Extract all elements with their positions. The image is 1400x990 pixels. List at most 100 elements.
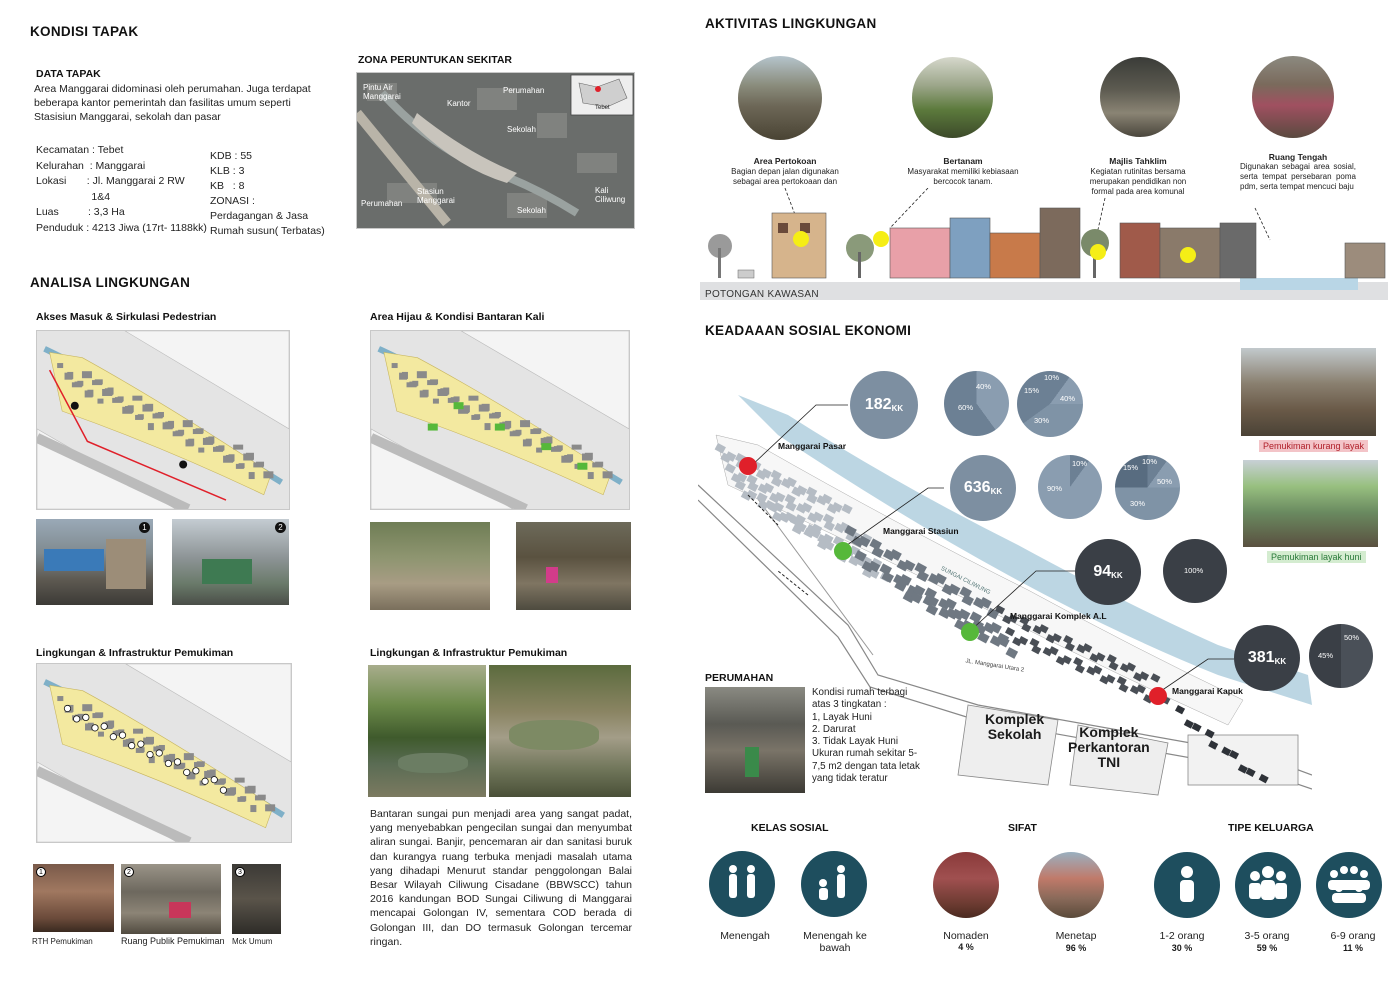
- access-photo-1: 1: [36, 519, 153, 605]
- pie-stasiun-bangunan-a: 10%: [1072, 459, 1088, 468]
- tipe-title: TIPE KELUARGA: [1228, 822, 1314, 834]
- zona-label-kantor: Kantor: [447, 99, 471, 108]
- pie-stasiun-pekerjaan-a: 10%: [1142, 457, 1158, 466]
- site-label-stasiun: Manggarai Stasiun: [883, 526, 959, 536]
- activity-ruang-tengah-desc: Digunakan sebagai area sosial, serta tem…: [1240, 162, 1356, 191]
- data-tapak-right-row: Perdagangan & Jasa: [210, 210, 309, 222]
- family-1-2-icon: [1154, 852, 1220, 918]
- site-label-kapuk: Manggarai Kapuk: [1172, 686, 1243, 696]
- green-photo-1: [370, 522, 490, 610]
- data-tapak-left-row: Penduduk : 4213 Jiwa (17rt- 1188kk): [36, 221, 207, 234]
- activity-photo-pertokoan: [738, 56, 822, 140]
- stat-label-menengah: Menengah: [720, 930, 770, 942]
- kondisi-title: KONDISI TAPAK: [30, 24, 139, 39]
- panel4-title: Lingkungan & Infrastruktur Pemukiman: [370, 647, 568, 659]
- tag-layak-huni: Pemukiman layak huni: [1267, 551, 1366, 563]
- stat-label-6-9: 6-9 orang: [1330, 930, 1376, 942]
- pie-pasar-pekerjaan-a: 10%: [1044, 373, 1060, 382]
- activity-ruang-tengah-title: Ruang Tengah: [1268, 152, 1328, 162]
- sifat-title: SIFAT: [1008, 822, 1037, 834]
- family-6-9-icon: [1316, 852, 1382, 918]
- zona-label-perumahan-1: Perumahan: [503, 86, 545, 95]
- pie-stasiun-bangunan-b: 90%: [1047, 484, 1063, 493]
- activity-pertokoan-desc: Bagian depan jalan digunakan sebagai are…: [731, 167, 839, 186]
- stat-label-nomaden: Nomaden: [943, 930, 989, 942]
- activity-bertanam-desc: Masyarakat memiliki kebiasaan bercocok t…: [907, 167, 1019, 186]
- activity-majlis-desc: Kegiatan rutinitas bersama merupakan pen…: [1089, 167, 1187, 196]
- stat-label-1-2: 1-2 orang: [1159, 930, 1205, 942]
- photo-kurang-layak: [1241, 348, 1376, 436]
- stat-value-3-5: 59 %: [1256, 943, 1278, 953]
- analisa-title: ANALISA LINGKUNGAN: [30, 275, 191, 290]
- zona-label-perumahan-2: Perumahan: [361, 199, 403, 208]
- nomaden-photo: [933, 852, 999, 918]
- pie-pasar-bangunan-b: 60%: [958, 403, 974, 412]
- aktivitas-title: AKTIVITAS LINGKUNGAN: [705, 16, 877, 31]
- data-tapak-title: DATA TAPAK: [36, 68, 101, 80]
- pie-komplek-bangunan-a: 100%: [1184, 566, 1204, 575]
- kk-unit-komplek: KK: [1111, 570, 1123, 580]
- perumahan-photo: [705, 687, 805, 793]
- menengah-bawah-people-icon: [801, 851, 867, 917]
- kelas-title: KELAS SOSIAL: [751, 822, 829, 834]
- potongan-kawasan-section: [700, 188, 1388, 300]
- sosial-title: KEADAAAN SOSIAL EKONOMI: [705, 323, 912, 338]
- site-label-komplek: Manggarai Komplek A.L: [1010, 611, 1107, 621]
- photo-layak-huni: [1243, 460, 1378, 547]
- activity-bertanam-text: Bertanam Masyarakat memiliki kebiasaan b…: [902, 156, 1024, 187]
- stat-label-menetap: Menetap: [1055, 930, 1097, 942]
- activity-photo-ruang-tengah: [1252, 56, 1334, 138]
- activity-majlis-title: Majlis Tahklim: [1109, 156, 1167, 166]
- rth-marker: 1: [36, 867, 46, 877]
- mck-marker: 3: [235, 867, 245, 877]
- perumahan-title: PERUMAHAN: [705, 672, 774, 684]
- pie-pasar-bangunan: [944, 371, 1009, 436]
- stat-label-menengah-bawah: Menengah ke bawah: [803, 930, 867, 954]
- pie-kapuk-bangunan-a: 50%: [1344, 633, 1360, 642]
- ruang-publik-marker: 2: [124, 867, 134, 877]
- pie-pasar-pekerjaan-b: 15%: [1024, 386, 1040, 395]
- bantaran-text: Bantaran sungai pun menjadi area yang sa…: [370, 808, 632, 948]
- ruang-publik-label: Ruang Publik Pemukiman: [121, 936, 225, 946]
- pie-kapuk-bangunan-b: 45%: [1318, 651, 1334, 660]
- menetap-photo: [1038, 852, 1104, 918]
- kk-unit-stasiun: KK: [990, 486, 1003, 496]
- zona-title: ZONA PERUNTUKAN SEKITAR: [358, 54, 512, 66]
- green-site-map: [370, 330, 630, 510]
- stat-value-menetap: 96 %: [1065, 943, 1087, 953]
- tag-kurang-layak: Pemukiman kurang layak: [1259, 440, 1369, 452]
- panel2-title: Area Hijau & Kondisi Bantaran Kali: [370, 311, 545, 323]
- pie-stasiun-bangunan: [1038, 455, 1102, 519]
- stat-value-6-9: 11 %: [1342, 943, 1364, 953]
- access-site-map: [36, 330, 290, 510]
- pie-pasar-bangunan-a: 40%: [976, 382, 992, 391]
- zona-label-pintu-air: Pintu Air Manggarai: [363, 83, 401, 101]
- perumahan-text: Kondisi rumah terbagi atas 3 tingkatan :…: [812, 687, 920, 785]
- pie-pasar-pekerjaan-c: 40%: [1060, 394, 1076, 403]
- access-photo-2: 2: [172, 519, 289, 605]
- kk-unit-pasar: KK: [891, 403, 904, 413]
- zona-inset-label: Tebet: [595, 105, 610, 111]
- data-tapak-left-row: Lokasi : Jl. Manggarai 2 RW: [36, 175, 185, 187]
- kk-unit-kapuk: KK: [1274, 656, 1287, 666]
- rth-photo: 1: [33, 864, 114, 932]
- menengah-people-icon: [709, 851, 775, 917]
- rth-label: RTH Pemukiman: [32, 937, 93, 946]
- ruang-publik-photo: 2: [121, 864, 221, 934]
- pie-stasiun-pekerjaan-d: 30%: [1130, 499, 1146, 508]
- pie-komplek-bangunan: [1163, 539, 1227, 603]
- pie-pasar-pekerjaan-d: 30%: [1034, 416, 1050, 425]
- pie-stasiun-pekerjaan-b: 15%: [1123, 463, 1139, 472]
- data-tapak-desc: Area Manggarai didominasi oleh perumahan…: [34, 83, 311, 123]
- photo-marker-1: 1: [139, 522, 150, 533]
- pie-kapuk-bangunan: [1309, 624, 1373, 688]
- mck-label: Mck Umum: [232, 937, 273, 946]
- mck-photo: 3: [232, 864, 281, 934]
- infra-site-map: [36, 663, 292, 843]
- panel1-title: Akses Masuk & Sirkulasi Pedestrian: [36, 311, 217, 323]
- activity-ruang-tengah-text: Ruang Tengah Digunakan sebagai area sosi…: [1240, 152, 1356, 192]
